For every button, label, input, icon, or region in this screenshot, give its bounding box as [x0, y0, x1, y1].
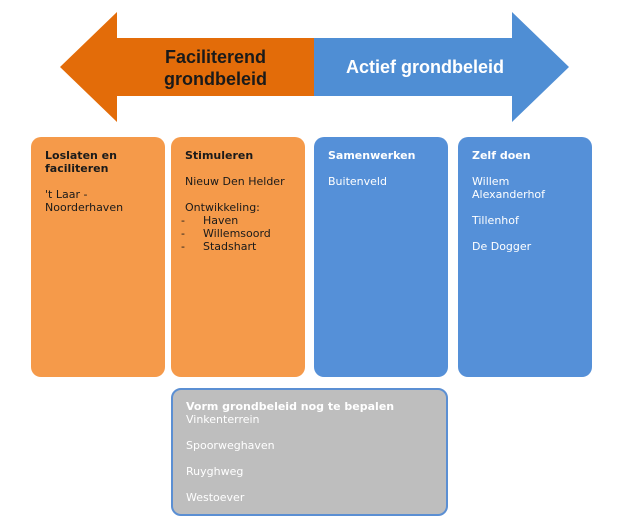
sublist-item-stadshart: - Stadshart	[181, 240, 291, 253]
box-vorm-title: Vorm grondbeleid nog te bepalen	[186, 400, 395, 413]
box-loslaten-title-line2: faciliteren	[45, 162, 109, 175]
sublist-item-label: Stadshart	[203, 240, 257, 253]
box-vorm-item: Ruyghweg	[186, 465, 244, 478]
box-samenwerken-item1: Buitenveld	[328, 175, 387, 188]
box-samenwerken: Samenwerken Buitenveld	[314, 137, 448, 377]
arrow-left-half	[60, 12, 314, 122]
sublist-item-haven: - Haven	[181, 214, 291, 227]
box-loslaten-item-line2: Noorderhaven	[45, 201, 124, 214]
box-samenwerken-title: Samenwerken	[328, 149, 416, 162]
box-loslaten-title: Loslaten en faciliteren	[45, 149, 151, 175]
box-loslaten-item: 't Laar - Noorderhaven	[45, 188, 151, 214]
dash-bullet: -	[181, 214, 185, 227]
sublist-item-label: Willemsoord	[203, 227, 271, 240]
box-zelf-doen: Zelf doen Willem Alexanderhof Tillenhof …	[458, 137, 592, 377]
box-zelf-doen-item1-line1: Willem	[472, 175, 510, 188]
box-stimuleren-sublist: - Haven - Willemsoord - Stadshart	[181, 214, 291, 253]
box-vorm-item: Spoorweghaven	[186, 439, 275, 452]
arrow-left-label-line2: grondbeleid	[164, 69, 267, 89]
box-loslaten-title-line1: Loslaten en	[45, 149, 117, 162]
double-arrow	[60, 12, 569, 122]
box-loslaten-item-line1: 't Laar -	[45, 188, 88, 201]
box-zelf-doen-item2: Tillenhof	[472, 214, 519, 227]
sublist-item-label: Haven	[203, 214, 239, 227]
box-stimuleren-item2: Ontwikkeling:	[185, 201, 260, 214]
box-zelf-doen-title: Zelf doen	[472, 149, 531, 162]
arrow-left-label-line1: Faciliterend	[164, 47, 267, 67]
box-zelf-doen-item3: De Dogger	[472, 240, 532, 253]
arrow-right-label: Actief grondbeleid	[345, 57, 504, 77]
box-zelf-doen-item1: Willem Alexanderhof	[472, 175, 578, 201]
box-vorm-item: Vinkenterrein	[186, 413, 260, 426]
dash-bullet: -	[181, 240, 185, 253]
box-vorm-item: Westoever	[186, 491, 245, 504]
arrow-left-label: Faciliterend grondbeleid	[118, 46, 313, 90]
box-loslaten-en-faciliteren: Loslaten en faciliteren 't Laar - Noorde…	[31, 137, 165, 377]
arrow-right-half	[314, 12, 569, 122]
box-zelf-doen-item1-line2: Alexanderhof	[472, 188, 546, 201]
box-stimuleren-item1: Nieuw Den Helder	[185, 175, 285, 188]
dash-bullet: -	[181, 227, 185, 240]
sublist-item-willemsoord: - Willemsoord	[181, 227, 291, 240]
box-vorm-grondbeleid: Vorm grondbeleid nog te bepalen Vinkente…	[171, 388, 448, 516]
box-stimuleren-title: Stimuleren	[185, 149, 254, 162]
box-stimuleren: Stimuleren Nieuw Den Helder Ontwikkeling…	[171, 137, 305, 377]
